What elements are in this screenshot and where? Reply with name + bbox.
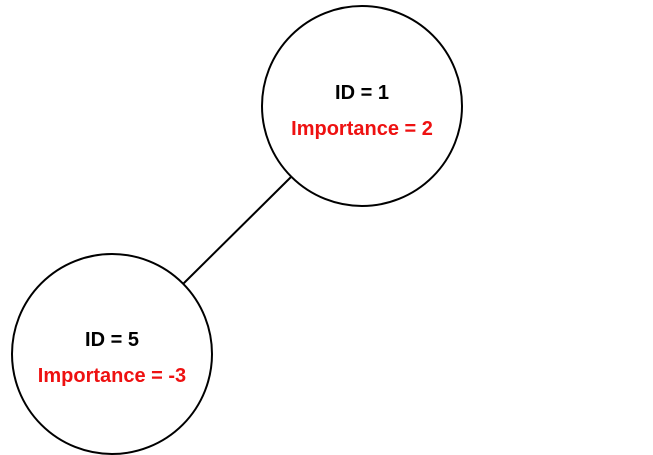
node-1-id-label: ID = 1 (335, 82, 389, 104)
node-5-id-label: ID = 5 (85, 329, 139, 351)
node-1: ID = 1 Importance = 2 (261, 5, 463, 207)
node-1-importance-label: Importance = 2 (291, 118, 433, 140)
node-5-circle (11, 253, 213, 455)
edge-node1-node5 (182, 176, 292, 285)
node-5-importance-label: Importance = -3 (38, 365, 186, 387)
node-5: ID = 5 Importance = -3 (11, 253, 213, 455)
node-1-circle (261, 5, 463, 207)
